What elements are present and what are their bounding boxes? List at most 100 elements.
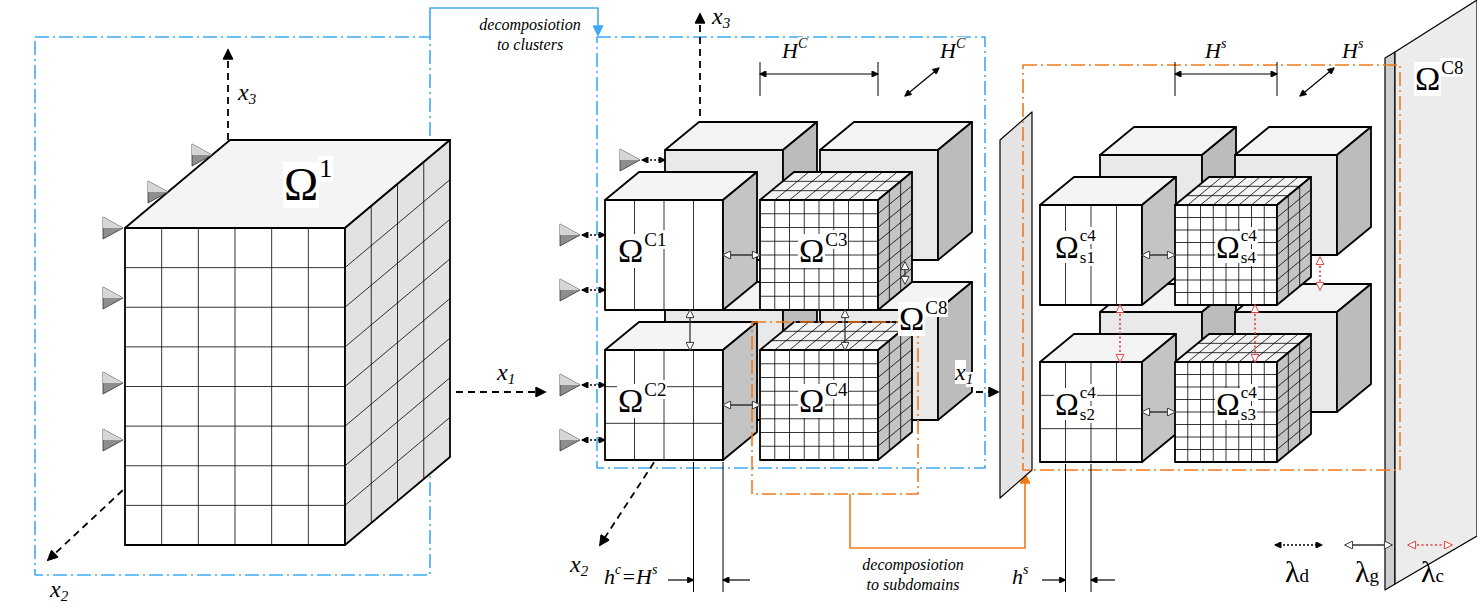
legend	[1275, 545, 1452, 546]
cluster-highlight-frame	[752, 322, 918, 494]
interface-plane	[1000, 112, 1032, 498]
domain-subscript: s4	[1240, 249, 1257, 266]
cluster-cube: ΩC8	[820, 310, 938, 420]
domain-superscript: c4	[1240, 227, 1258, 244]
domain-symbol: Ω	[898, 302, 925, 336]
dimension-label: =H	[621, 566, 652, 588]
dimension-line	[1175, 73, 1277, 74]
dimension-line	[723, 579, 750, 580]
dimension-label: H	[940, 40, 956, 62]
subdomain-cube	[1040, 177, 1176, 305]
dimension-line	[1091, 579, 1115, 580]
interface-connector	[689, 310, 690, 350]
subdomain-cube: Ωc4s4	[1175, 205, 1277, 305]
subdomain-frame	[1023, 65, 1400, 470]
axis-label: 1	[508, 372, 516, 387]
mesh-lines	[760, 322, 912, 460]
cluster-cube: ΩC1	[605, 200, 723, 310]
support-symbol	[560, 374, 580, 396]
dimension-label: h	[604, 566, 615, 588]
support-symbol	[103, 287, 123, 309]
support-symbol	[192, 144, 212, 166]
dirichlet-arrow	[582, 234, 605, 236]
corner-connector	[1254, 305, 1256, 362]
interface-connector	[844, 310, 845, 350]
subdomain-cube	[1175, 177, 1311, 305]
interface-connector	[723, 254, 760, 255]
extension-line	[694, 462, 724, 592]
domain-symbol: Ω	[617, 384, 644, 418]
domain-superscript: 1	[318, 156, 333, 182]
axis-label: x	[712, 4, 723, 28]
cluster-cube: ΩC3	[760, 200, 878, 310]
cluster-cube: ΩC4	[760, 350, 878, 460]
axis-label: 2	[581, 564, 589, 579]
support-symbol	[560, 224, 580, 246]
support-shade	[560, 429, 580, 440]
support-shade	[620, 149, 640, 160]
dimension-label: s	[652, 563, 657, 577]
axis-label: x	[238, 80, 249, 104]
domain-symbol: Ω	[1215, 388, 1241, 420]
support-shade	[560, 374, 580, 385]
extension-line	[1066, 464, 1092, 592]
support-shade	[103, 287, 123, 298]
cluster-cube	[760, 322, 912, 460]
mesh-lines	[760, 172, 912, 310]
corner-connector	[1119, 305, 1121, 362]
domain-symbol: Ω	[1414, 62, 1441, 96]
domain-subscript: s1	[1079, 249, 1096, 266]
interface-connector	[1142, 254, 1175, 255]
legend-sample	[1275, 544, 1322, 546]
axis-label: x	[50, 577, 61, 601]
support-shade	[148, 181, 168, 192]
domain-symbol: Ω	[1054, 388, 1080, 420]
interface-connector	[1142, 411, 1175, 412]
domain-superscript: c4	[1240, 384, 1258, 401]
dimension-label: s	[1358, 37, 1363, 51]
domain-superscript: C1	[643, 230, 667, 249]
subdomain-cube: Ωc4s2	[1040, 362, 1142, 462]
support-symbol	[620, 149, 640, 171]
support-symbol	[103, 217, 123, 239]
mesh-lines	[1040, 362, 1142, 462]
domain-superscript: C3	[824, 230, 848, 249]
cube-front-face	[605, 200, 723, 310]
legend-label: λd	[1284, 557, 1310, 587]
cube-side-face	[1142, 334, 1176, 462]
support-symbol	[560, 429, 580, 451]
dimension-line	[1300, 68, 1334, 96]
domain-superscript: C8	[924, 298, 948, 317]
decomposition-arrow	[850, 474, 1025, 548]
cube-side-face	[1337, 127, 1371, 255]
cube-side-face	[938, 122, 972, 260]
domain-symbol: Ω	[283, 162, 319, 208]
cube-side-face	[1142, 177, 1176, 305]
domain-cube: Ω1	[125, 140, 450, 545]
cube-front-face	[1040, 205, 1142, 305]
dimension-label: s	[1023, 563, 1028, 577]
dirichlet-arrow	[582, 384, 605, 386]
support-shade	[560, 279, 580, 290]
cube-side-face	[723, 172, 757, 310]
domain-superscript: c4	[1079, 227, 1097, 244]
axis-label: 3	[723, 16, 731, 31]
cube-side-face	[1337, 284, 1371, 412]
legend-label: λg	[1354, 557, 1380, 587]
dimension-label: C	[798, 37, 807, 51]
legend-sample	[1408, 544, 1452, 546]
domain-superscript: C2	[643, 380, 667, 399]
domain-superscript: c4	[1079, 384, 1097, 401]
dimension-line	[1042, 579, 1066, 580]
axis-label: x	[955, 360, 966, 384]
neighbour-plane-edge	[1385, 52, 1395, 590]
cluster-cube	[605, 172, 757, 310]
interface-connector	[723, 404, 760, 405]
cluster-cube: ΩC2	[605, 350, 723, 460]
axis-label: 2	[61, 589, 69, 604]
domain-symbol: Ω	[798, 384, 825, 418]
neighbour-plane	[1395, 0, 1477, 584]
dirichlet-arrow	[582, 289, 605, 291]
